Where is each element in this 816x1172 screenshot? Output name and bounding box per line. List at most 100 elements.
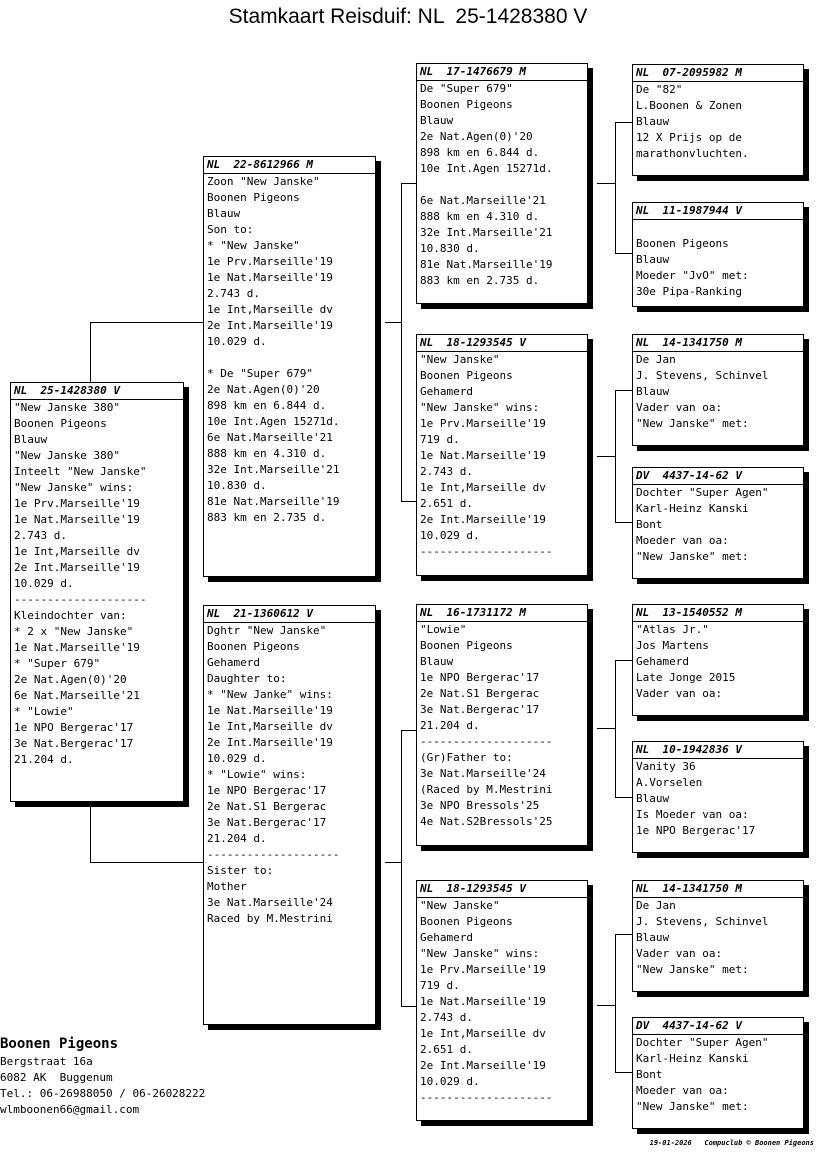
card-line: * "Lowie" (14, 705, 74, 718)
card-line: "New Janske" met: (636, 963, 749, 976)
card-line: -------------------- (420, 735, 553, 748)
card-line: 10.830 d. (420, 242, 480, 255)
ring-number: NL 16-1731172 M (417, 605, 587, 622)
card-line: "New Janske" wins: (14, 481, 134, 494)
connector-line (615, 390, 632, 391)
card-line: 2e Int.Marseille'19 (207, 319, 333, 332)
connector-line (615, 660, 632, 661)
ring-number: NL 18-1293545 V (417, 335, 587, 352)
card-line: 1e Nat.Marseille'19 (14, 641, 140, 654)
card-line: 21.204 d. (420, 719, 480, 732)
card-line: Gehamerd (420, 385, 473, 398)
card-line: Zoon "New Janske" (207, 175, 320, 188)
card-line: 1e Int,Marseille dv (420, 1027, 546, 1040)
ring-number: NL 17-1476679 M (417, 64, 587, 81)
card-line: Boonen Pigeons (207, 191, 300, 204)
card-line: 12 X Prijs op de (636, 131, 742, 144)
card-line: 2e Int.Marseille'19 (420, 1059, 546, 1072)
card-line: 10e Int.Agen 15271d. (420, 162, 553, 175)
card-line: Blauw (420, 655, 454, 668)
card-line: 1e Nat.Marseille'19 (14, 513, 140, 526)
breeder-email: wlmboonen66@gmail.com (0, 1103, 140, 1116)
card-line: 6e Nat.Marseille'21 (207, 431, 333, 444)
card-line: 21.204 d. (14, 753, 74, 766)
connector-line (401, 183, 402, 501)
card-line: 2e Int.Marseille'19 (207, 736, 333, 749)
card-line: "New Janske" met: (636, 550, 749, 563)
ring-number: NL 25-1428380 V (11, 383, 183, 400)
connector-line (401, 183, 417, 184)
page-title: Stamkaart Reisduif: NL 25-1428380 V (228, 5, 588, 28)
card-line: 1e NPO Bergerac'17 (420, 671, 540, 684)
connector-line (615, 797, 632, 798)
card-line: 1e Nat.Marseille'19 (207, 704, 333, 717)
ring-number: NL 11-1987944 V (633, 203, 803, 220)
card-line: Boonen Pigeons (14, 417, 107, 430)
connector-line (615, 1072, 632, 1073)
connector-line (90, 802, 91, 862)
card-line: Mother (207, 880, 247, 893)
card-line: Sister to: (207, 864, 274, 877)
connector-line (597, 1005, 615, 1006)
card-line: -------------------- (420, 545, 553, 558)
card-line: Bont (636, 1068, 663, 1081)
card-line: marathonvluchten. (636, 147, 749, 160)
card-line: Gehamerd (207, 656, 260, 669)
card-line: 1e Int,Marseille dv (207, 720, 333, 733)
connector-line (615, 660, 616, 797)
card-line: Vanity 36 (636, 760, 696, 773)
connector-line (90, 862, 204, 863)
card-line: Boonen Pigeons (420, 915, 513, 928)
card-line: 1e Nat.Marseille'19 (420, 995, 546, 1008)
card-line: 81e Nat.Marseille'19 (420, 258, 553, 271)
card-line: 21.204 d. (207, 832, 267, 845)
pedigree-card-dam-dam: NL 18-1293545 V"New Janske"Boonen Pigeon… (416, 880, 588, 1121)
connector-line (401, 730, 402, 1006)
card-line: * 2 x "New Janske" (14, 625, 134, 638)
ring-number: NL 14-1341750 M (633, 881, 803, 898)
card-line: 10.029 d. (14, 577, 74, 590)
ring-number: DV 4437-14-62 V (633, 468, 803, 485)
card-line: Dghtr "New Janske" (207, 624, 327, 637)
card-line: 2e Nat.Agen(0)'20 (420, 130, 533, 143)
card-line: -------------------- (14, 593, 147, 606)
connector-line (615, 934, 616, 1072)
card-line: 2e Nat.Agen(0)'20 (14, 673, 127, 686)
card-line: 719 d. (420, 433, 460, 446)
connector-line (385, 322, 401, 323)
card-line: 3e Nat.Marseille'24 (207, 896, 333, 909)
breeder-name: Boonen Pigeons (0, 1036, 119, 1052)
card-line: 1e Prv.Marseille'19 (14, 497, 140, 510)
card-line: "Lowie" (420, 623, 467, 636)
card-line: Moeder "JvO" met: (636, 269, 749, 282)
card-line: 81e Nat.Marseille'19 (207, 495, 340, 508)
card-line: Moeder van oa: (636, 534, 729, 547)
ring-number: NL 22-8612966 M (204, 157, 375, 174)
card-line: Boonen Pigeons (636, 237, 729, 250)
card-line: 2e Nat.S1 Bergerac (420, 687, 540, 700)
card-line: 30e Pipa-Ranking (636, 285, 742, 298)
card-line: 1e Prv.Marseille'19 (420, 963, 546, 976)
card-line: Gehamerd (636, 655, 689, 668)
card-line: "New Janske 380" (14, 401, 120, 414)
card-line: Boonen Pigeons (420, 369, 513, 382)
card-line: 883 km en 2.735 d. (207, 511, 327, 524)
card-line: De "Super 679" (420, 82, 513, 95)
card-line: Karl-Heinz Kanski (636, 502, 749, 515)
card-line: Dochter "Super Agen" (636, 1036, 769, 1049)
card-line: Dochter "Super Agen" (636, 486, 769, 499)
card-line: 1e Nat.Marseille'19 (420, 449, 546, 462)
ring-number: NL 14-1341750 M (633, 335, 803, 352)
pedigree-card-main-bird: NL 25-1428380 V"New Janske 380" Boonen Pi… (10, 382, 184, 802)
connector-line (615, 522, 632, 523)
connector-line (90, 322, 91, 384)
card-line: "Atlas Jr." (636, 623, 709, 636)
card-line: 3e Nat.Bergerac'17 (420, 703, 540, 716)
